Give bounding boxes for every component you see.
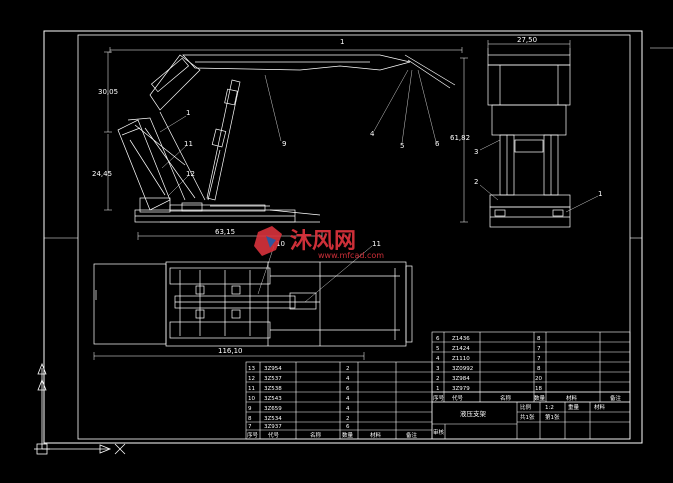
bom-right-no-1: 1 bbox=[436, 386, 440, 392]
bom-left-header-code: 代号 bbox=[268, 431, 280, 439]
sheet-border-outer bbox=[43, 30, 643, 444]
bom-right-no-2: 2 bbox=[436, 376, 440, 382]
bom-left-code-12: 3Z537 bbox=[264, 376, 282, 382]
dim-right-height: 61,82 bbox=[450, 134, 470, 142]
bom-left-rows: 13 3Z954 2 12 3Z537 4 11 3Z538 6 10 3Z54… bbox=[248, 366, 350, 430]
title-block-material-label: 材料 bbox=[594, 403, 606, 411]
bom-left-qty-13: 2 bbox=[346, 366, 350, 372]
bom-right-qty-1: 18 bbox=[535, 386, 542, 392]
bom-left-no-13: 13 bbox=[248, 366, 255, 372]
bom-right-no-5: 5 bbox=[436, 346, 440, 352]
title-block-sheet-label: 第1张 bbox=[545, 413, 560, 421]
bom-right-qty-4: 7 bbox=[537, 356, 541, 362]
bom-right-code-1: 3Z979 bbox=[452, 386, 470, 392]
bom-right-no-4: 4 bbox=[436, 356, 440, 362]
end-view bbox=[479, 40, 599, 228]
bom-left-code-9: 3Z659 bbox=[264, 406, 282, 412]
balloon-end-2: 2 bbox=[474, 178, 478, 186]
title-block-check-label: 审核 bbox=[433, 428, 445, 436]
bom-right-header-remark: 备注 bbox=[610, 394, 622, 402]
balloon-side-9: 9 bbox=[282, 140, 286, 148]
bom-left-qty-7: 6 bbox=[346, 424, 350, 430]
bom-right-qty-3: 8 bbox=[537, 366, 541, 372]
bom-right-qty-5: 7 bbox=[537, 346, 541, 352]
dim-plan-length: 116,10 bbox=[218, 347, 243, 355]
bom-left-no-11: 11 bbox=[248, 386, 255, 392]
bom-left-table bbox=[245, 361, 433, 440]
bom-right-code-3: 3Z0992 bbox=[452, 366, 473, 372]
bom-right-header-code: 代号 bbox=[452, 394, 464, 402]
balloon-end-1: 1 bbox=[598, 190, 602, 198]
bom-right-header-name: 名称 bbox=[500, 394, 512, 402]
balloon-end-3: 3 bbox=[474, 148, 478, 156]
bom-left-qty-9: 4 bbox=[346, 406, 350, 412]
ucs-axis-icon bbox=[34, 362, 126, 455]
balloon-side-4: 4 bbox=[370, 130, 375, 138]
bom-left-qty-8: 2 bbox=[346, 416, 350, 422]
bom-right-qty-2: 20 bbox=[535, 376, 542, 382]
bom-right-qty-6: 8 bbox=[537, 336, 541, 342]
bom-left-header-no: 序号 bbox=[247, 431, 259, 439]
bom-left-code-13: 3Z954 bbox=[264, 366, 282, 372]
bom-left-no-8: 8 bbox=[248, 416, 252, 422]
balloon-side-6: 6 bbox=[435, 140, 440, 148]
watermark-brand: 沐风网 bbox=[290, 229, 356, 254]
dim-end-view-width: 27,50 bbox=[517, 36, 537, 44]
bom-right-code-5: Z1424 bbox=[452, 346, 470, 352]
side-view-balloons: 1 11 12 9 4 5 6 bbox=[184, 109, 440, 178]
bom-left-no-9: 9 bbox=[248, 406, 252, 412]
plan-view bbox=[93, 245, 413, 360]
bom-right-code-4: Z1110 bbox=[452, 356, 470, 362]
bom-left-header-material: 材料 bbox=[370, 431, 382, 439]
bom-right-rows: 6 Z1436 8 5 Z1424 7 4 Z1110 7 3 3Z0992 8… bbox=[436, 336, 542, 392]
dim-top-span: 1 bbox=[340, 38, 344, 46]
bom-right-code-6: Z1436 bbox=[452, 336, 470, 342]
bom-right-header-qty: 数量 bbox=[534, 394, 546, 402]
bom-left-qty-12: 4 bbox=[346, 376, 350, 382]
side-view bbox=[117, 54, 456, 223]
dim-left-upper: 30,05 bbox=[98, 88, 118, 96]
bom-left-qty-10: 4 bbox=[346, 396, 350, 402]
bom-left-qty-11: 6 bbox=[346, 386, 350, 392]
bom-right-header-no: 序号 bbox=[433, 394, 445, 402]
balloon-plan-10: 10 bbox=[276, 240, 285, 248]
title-block-scale-value: 1:2 bbox=[545, 405, 554, 411]
bom-left-header-remark: 备注 bbox=[406, 431, 418, 439]
balloon-side-5: 5 bbox=[400, 142, 404, 150]
bom-left-code-8: 3Z534 bbox=[264, 416, 282, 422]
bom-right-no-3: 3 bbox=[436, 366, 440, 372]
title-block-weight-label: 重量 bbox=[568, 403, 580, 411]
balloon-side-11: 11 bbox=[184, 140, 193, 148]
balloon-side-1: 1 bbox=[186, 109, 190, 117]
dim-bottom-span: 63,15 bbox=[215, 228, 235, 236]
bom-left-code-11: 3Z538 bbox=[264, 386, 282, 392]
title-block-title: 液压支架 bbox=[460, 409, 487, 418]
bom-left-no-12: 12 bbox=[248, 376, 255, 382]
bom-right-no-6: 6 bbox=[436, 336, 440, 342]
bom-left-header-name: 名称 bbox=[310, 431, 322, 439]
bom-left-no-7: 7 bbox=[248, 424, 252, 430]
bom-right-code-2: 3Z984 bbox=[452, 376, 470, 382]
bom-left-code-7: 3Z937 bbox=[264, 424, 282, 430]
balloon-plan-11: 11 bbox=[372, 240, 381, 248]
bom-left-no-10: 10 bbox=[248, 396, 255, 402]
bom-right-header-material: 材料 bbox=[566, 394, 578, 402]
bom-left-code-10: 3Z543 bbox=[264, 396, 282, 402]
balloon-side-12: 12 bbox=[186, 170, 195, 178]
title-block-scale-label: 比例 bbox=[520, 403, 532, 411]
side-view-dimensions bbox=[104, 47, 468, 240]
bom-left-header-qty: 数量 bbox=[342, 431, 354, 439]
watermark-logo: 沐风网 www.mfcad.com bbox=[254, 226, 384, 260]
dim-left-lower: 24,45 bbox=[92, 170, 112, 178]
title-block-sheet-count: 共1张 bbox=[520, 413, 535, 421]
watermark-url: www.mfcad.com bbox=[318, 251, 384, 260]
